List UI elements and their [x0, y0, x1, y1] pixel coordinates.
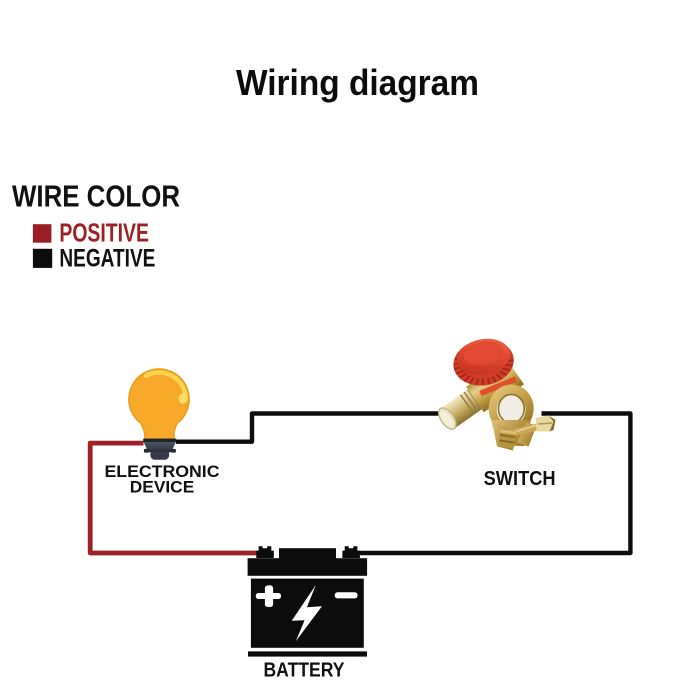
- svg-text:NEGATIVE: NEGATIVE: [59, 245, 155, 273]
- svg-text:DEVICE: DEVICE: [130, 478, 195, 497]
- svg-text:ELECTRONIC: ELECTRONIC: [105, 462, 220, 481]
- svg-text:Wiring diagram: Wiring diagram: [236, 62, 479, 103]
- svg-text:BATTERY: BATTERY: [264, 660, 346, 682]
- svg-text:POSITIVE: POSITIVE: [59, 219, 148, 247]
- svg-text:SWITCH: SWITCH: [484, 468, 556, 490]
- svg-text:WIRE COLOR: WIRE COLOR: [12, 180, 180, 214]
